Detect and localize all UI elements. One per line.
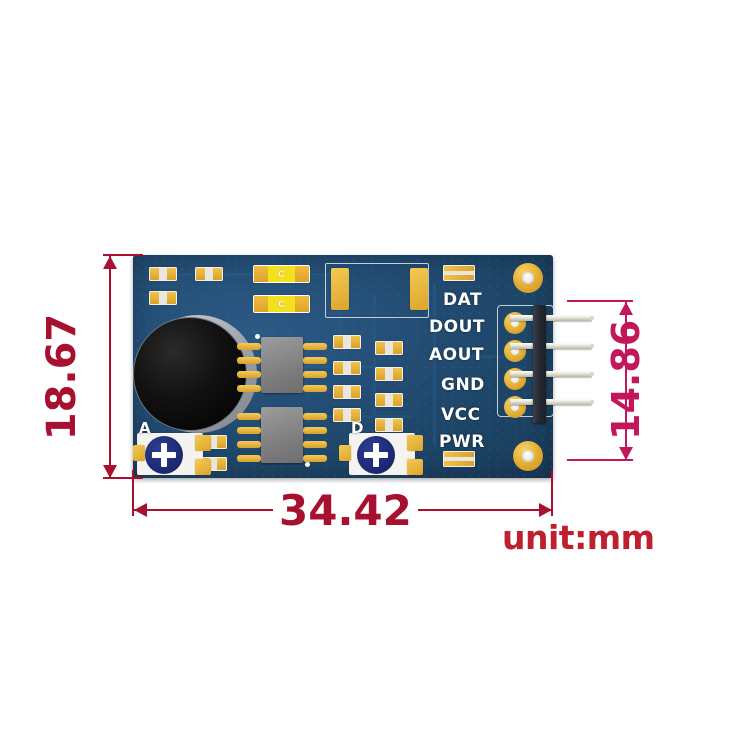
ic-pin (303, 357, 327, 364)
extension-line-bottom (103, 477, 143, 479)
ic-chip-upper (261, 337, 303, 393)
potentiometer-d[interactable] (357, 436, 395, 474)
extension-line-right (551, 470, 553, 516)
ic-pin (237, 441, 261, 448)
smd-resistor (333, 335, 361, 349)
pin-header-assembly[interactable] (500, 300, 595, 430)
smd-resistor (375, 341, 403, 355)
arrowhead-up (619, 302, 633, 315)
silkscreen-label-d: D (351, 419, 364, 437)
smd-resistor-dat (443, 265, 475, 281)
arrowhead-down (103, 465, 117, 478)
potentiometer-d-pad (339, 445, 351, 461)
dimension-label-height: 18.67 (39, 313, 85, 441)
header-pin-aout (510, 343, 594, 349)
smd-resistor-pwr (443, 451, 475, 467)
microphone-capsule (133, 317, 247, 431)
extension-line-left (132, 470, 134, 516)
header-silkscreen-outline (497, 305, 553, 417)
ic-pin (237, 455, 261, 462)
arrowhead-right (539, 503, 552, 517)
pin-label-gnd: GND (441, 375, 485, 395)
ic-pin (303, 427, 327, 434)
component-pad (410, 268, 428, 310)
potentiometer-d-pad (407, 459, 423, 475)
potentiometer-d-pad (407, 435, 423, 451)
arrowhead-left (134, 503, 147, 517)
capacitor-marking: C (278, 299, 285, 309)
potentiometer-a-pad (195, 459, 211, 475)
smd-resistor (333, 408, 361, 422)
ic-pin (237, 427, 261, 434)
silkscreen-label-a: A (139, 419, 152, 437)
dimension-line-vertical (109, 256, 111, 478)
capacitor-yellow: C (253, 265, 310, 283)
smd-resistor (149, 267, 177, 281)
mounting-hole-bottom (513, 441, 543, 471)
smd-resistor (375, 367, 403, 381)
component-pad (331, 268, 349, 310)
smd-resistor (375, 418, 403, 432)
smd-resistor (195, 267, 223, 281)
pin-label-pwr: PWR (439, 432, 485, 452)
header-pin-dout (510, 315, 594, 321)
header-plastic-body (533, 305, 546, 423)
pin-label-dout: DOUT (429, 317, 485, 337)
dimension-label-header-height: 14.86 (604, 319, 648, 440)
ic-pin (303, 441, 327, 448)
pin-label-vcc: VCC (441, 405, 481, 425)
pin-label-dat: DAT (443, 290, 483, 310)
ic-pin (237, 385, 261, 392)
component-silkscreen-outline (325, 263, 429, 318)
ic-pin (237, 371, 261, 378)
ic-polarity-dot (305, 462, 310, 467)
ic-pin (303, 343, 327, 350)
ic-pin (303, 385, 327, 392)
capacitor-yellow: C (253, 295, 310, 313)
dimension-line-vertical (625, 302, 627, 460)
smd-resistor (375, 393, 403, 407)
ic-pin (237, 413, 261, 420)
extension-line-top (567, 300, 633, 302)
ic-pin (237, 343, 261, 350)
potentiometer-a[interactable] (145, 436, 183, 474)
smd-resistor (149, 291, 177, 305)
smd-resistor (333, 361, 361, 375)
capacitor-marking: C (278, 269, 285, 279)
ic-pin (303, 371, 327, 378)
ic-pin (303, 455, 327, 462)
arrowhead-down (619, 447, 633, 460)
ic-pin (237, 357, 261, 364)
smd-resistor (333, 385, 361, 399)
mounting-hole-top (513, 263, 543, 293)
ic-chip-lower (261, 407, 303, 463)
ic-pin (303, 413, 327, 420)
pin-label-aout: AOUT (429, 345, 485, 365)
header-pin-vcc (510, 399, 594, 405)
extension-line-bottom (567, 459, 633, 461)
ic-polarity-dot (255, 334, 260, 339)
header-pin-gnd (510, 371, 594, 377)
arrowhead-up (103, 256, 117, 269)
dimension-label-width: 34.42 (273, 486, 418, 535)
potentiometer-a-pad (195, 435, 211, 451)
extension-line-top (103, 254, 143, 256)
pcb-board: C C (133, 255, 553, 478)
unit-note: unit:mm (502, 518, 655, 557)
potentiometer-a-pad (133, 445, 145, 461)
